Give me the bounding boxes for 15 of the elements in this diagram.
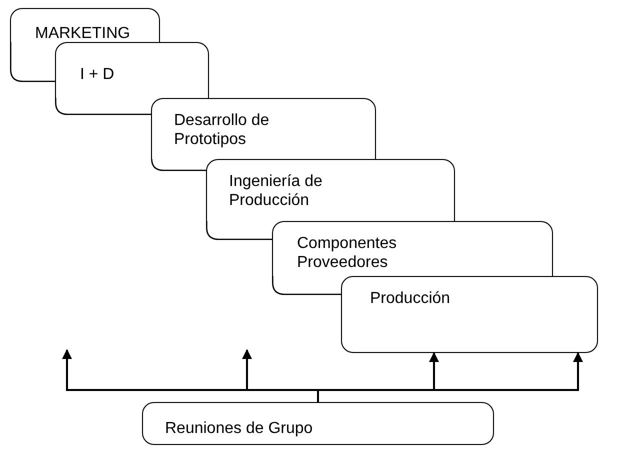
process-box [10,8,160,42]
process-box [142,402,494,445]
box-label: Componentes Proveedores [297,234,398,272]
box-label: Desarrollo de Prototipos [174,111,270,149]
process-box [272,221,553,276]
arrow [317,352,583,402]
process-box [151,98,376,159]
process-box [55,42,209,98]
process-box [206,159,455,221]
box-label: MARKETING [35,24,132,43]
box-label: Ingeniería de Producción [229,172,324,210]
box-label: Producción [370,289,452,308]
process-box [341,276,598,353]
box-label: I + D [80,65,116,84]
box-label: Reuniones de Grupo [165,419,314,438]
